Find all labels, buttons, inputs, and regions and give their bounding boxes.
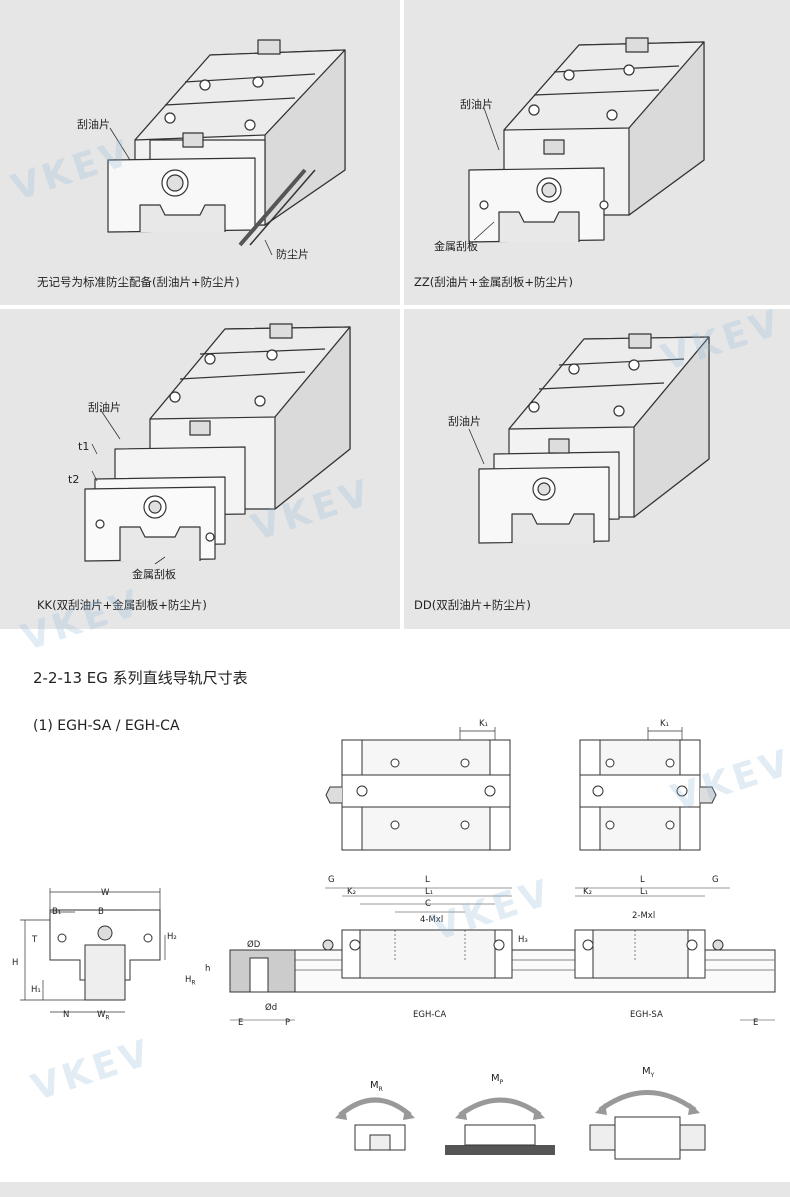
dim-l-ca: L [425,875,430,885]
dim-e-right: E [753,1018,759,1028]
block-illustration-standard [107,39,346,256]
dim-l-sa: L [640,875,645,885]
dim-h: H [12,958,19,968]
dim-w: W [101,888,110,898]
dim-c: C [425,899,431,909]
dim-n: N [63,1010,70,1020]
dim-wr-sub: R [105,1014,110,1022]
moment-mp-label: MP [491,1073,503,1086]
dim-g-sa: G [712,875,719,885]
caption-kk: KK(双刮油片+金属刮板+防尘片) [37,598,207,612]
dim-t: T [32,935,38,945]
dim-g-ca: G [328,875,335,885]
dim-p: P [285,1018,291,1028]
label-egh-sa: EGH-SA [630,1010,663,1020]
label-wiper-kk: 刮油片 [88,401,121,414]
moment-my-sub: Y [650,1072,655,1079]
moment-mp-diagram [445,1097,555,1155]
dim-k1-sa: K₁ [660,719,669,729]
moment-my-diagram [589,1090,706,1160]
moment-my-main: M [642,1066,651,1077]
block-illustration-kk [84,323,351,565]
dim-mxl4: 4-Mxl [420,915,444,925]
dim-h2: H₂ [167,932,177,942]
moment-mr-label: MR [370,1080,383,1093]
dim-phi-d-big: ØD [247,940,261,950]
subsection-title: (1) EGH-SA / EGH-CA [33,718,180,734]
dim-k2-sa: K₂ [583,887,592,897]
label-t1: t1 [78,440,90,453]
dim-l1-sa: L₁ [640,887,649,897]
label-scraper-zz: 金属刮板 [434,240,478,253]
dim-hr: HR [185,975,196,987]
section-title: 2-2-13 EG 系列直线导轨尺寸表 [33,669,248,687]
moment-mr-sub: R [378,1086,383,1093]
label-t2: t2 [68,473,80,486]
label-wiper-standard: 刮油片 [77,118,110,131]
label-scraper-kk: 金属刮板 [132,568,176,581]
caption-dd: DD(双刮油片+防尘片) [414,598,531,612]
dim-hr-main: H [185,975,192,985]
dim-phi-d-small: Ød [265,1003,278,1013]
dim-h3: H₃ [518,935,528,945]
dim-h-small: h [205,964,211,974]
dim-k2-ca: K₂ [347,887,356,897]
top-view-sa [579,727,717,851]
moment-mr-main: M [370,1080,379,1091]
dim-e-left: E [238,1018,244,1028]
block-illustration-zz [468,37,705,243]
label-wiper-dd: 刮油片 [448,415,481,428]
dim-wr: WR [97,1010,110,1022]
label-seal-standard: 防尘片 [276,248,309,261]
bottom-strip [0,1182,790,1197]
watermark: VKEV [26,1031,158,1110]
moment-mp-sub: P [499,1079,504,1086]
dim-l1-ca: L₁ [425,887,434,897]
dim-wr-main: W [97,1010,106,1020]
caption-standard: 无记号为标准防尘配备(刮油片+防尘片) [37,275,240,289]
label-egh-ca: EGH-CA [413,1010,447,1020]
dim-b: B [98,907,104,917]
moment-mp-main: M [491,1073,500,1084]
block-illustration-dd [468,333,710,544]
side-view [229,887,776,1021]
front-view [20,888,166,1013]
moment-my-label: MY [642,1066,654,1079]
dim-b1: B₁ [52,907,62,917]
dim-mxl2: 2-Mxl [632,911,656,921]
label-wiper-zz: 刮油片 [460,98,493,111]
dim-hr-sub: R [191,979,196,987]
dim-k1-ca: K₁ [479,719,488,729]
moment-mr-diagram [335,1097,415,1151]
top-view-ca [325,727,511,851]
dim-h1: H₁ [31,985,41,995]
caption-zz: ZZ(刮油片+金属刮板+防尘片) [414,275,573,289]
